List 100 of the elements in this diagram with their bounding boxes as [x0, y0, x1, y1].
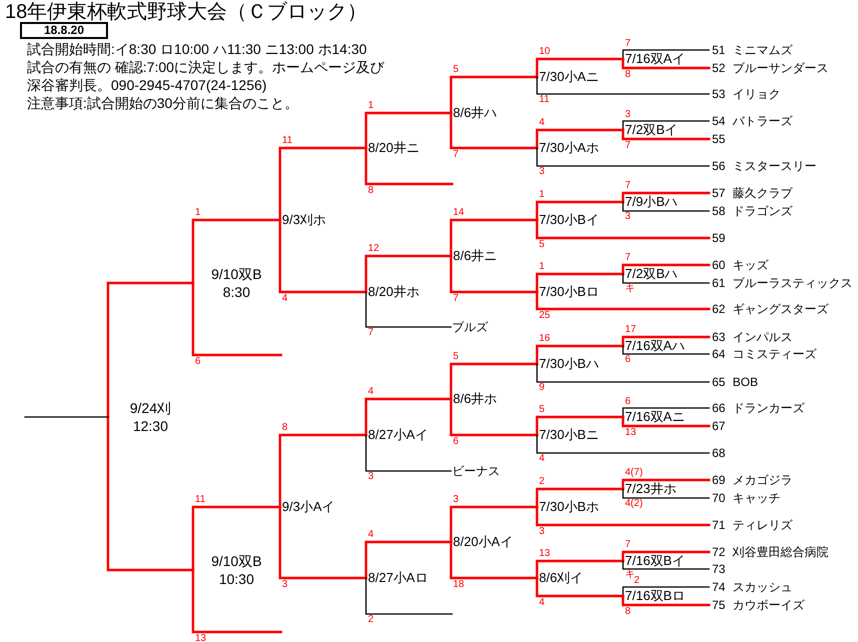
bracket-line	[365, 291, 452, 328]
team-label: 56 ミスタースリー	[709, 159, 817, 173]
bracket-line	[622, 128, 710, 140]
match-label: 7/30小Bハ	[537, 357, 599, 371]
score-label: 5	[539, 240, 545, 250]
score-label: 14	[453, 208, 464, 218]
team-label: 71 ティレリズ	[709, 518, 793, 532]
bracket-line	[450, 398, 538, 436]
bracket-line	[364, 540, 452, 580]
team-label: 51 ミニマムズ	[709, 43, 793, 57]
bracket-line	[536, 560, 624, 580]
match-label: 7/30小Bロ	[537, 285, 599, 299]
score-label: 4	[539, 454, 545, 464]
team-label: 64 コミスティーズ	[709, 347, 817, 361]
score-label: 4(7)	[625, 468, 643, 478]
bracket-line	[536, 200, 624, 222]
match-label: 8/27小Aイ	[366, 428, 428, 442]
bracket-line	[536, 416, 624, 436]
match-label: 8/27小Aロ	[366, 571, 428, 585]
team-label: 65 BOB	[709, 375, 758, 389]
team-label: 75 カウボーイズ	[709, 598, 805, 612]
score-label: 3	[625, 212, 631, 222]
bracket-line	[365, 577, 453, 615]
score-label: 3	[453, 495, 459, 506]
score-label: キ	[625, 570, 635, 580]
team-label: 58 ドラゴンズ	[709, 204, 793, 218]
score-label: 7	[625, 181, 631, 192]
score-label: 4	[368, 387, 374, 398]
bracket-line	[536, 290, 710, 310]
match-label: 8/20小Aイ	[451, 535, 513, 549]
score-label: 10	[539, 47, 550, 58]
match-label: 7/9小Bハ	[623, 195, 678, 209]
score-label: 7	[368, 328, 374, 338]
bracket-line	[536, 218, 710, 240]
team-label: 54 バトラーズ	[709, 114, 793, 128]
score-label: 3	[539, 167, 545, 178]
match-label: 8/6井ホ	[451, 392, 498, 406]
score-label: キ	[625, 284, 635, 294]
date-box: 18.8.20	[20, 22, 108, 39]
bracket-line	[364, 398, 452, 436]
score-label: 3	[625, 110, 631, 120]
bracket-line	[622, 416, 710, 428]
bracket-line	[450, 362, 538, 400]
match-label: 7/16双Bロ	[623, 589, 685, 603]
bracket-line	[106, 282, 194, 418]
score-label: 6	[195, 356, 201, 367]
bracket-line	[536, 488, 624, 508]
team-label: ブルズ	[451, 320, 488, 334]
match-label: 9/24刈 12:30	[108, 399, 193, 435]
score-label: 2	[634, 576, 640, 586]
bracket-line	[192, 282, 282, 356]
score-label: 6	[453, 436, 459, 447]
bracket-line	[278, 434, 368, 508]
bracket-line	[622, 336, 710, 348]
bracket-line	[536, 128, 624, 150]
score-label: 8	[625, 606, 631, 617]
match-label: 8/6井ニ	[451, 249, 498, 263]
bracket-line	[622, 550, 710, 562]
bracket-line	[536, 576, 624, 598]
bracket-line	[450, 254, 538, 294]
match-label: 7/30小Bニ	[537, 428, 599, 442]
score-label: 1	[368, 101, 374, 112]
team-label: 70 キャッチ	[709, 491, 781, 505]
match-label: 9/10双B 8:30	[193, 265, 280, 301]
bracket-line	[622, 264, 710, 276]
score-label: 1	[195, 208, 201, 218]
bracket-line	[622, 345, 710, 355]
bracket-line	[24, 416, 109, 418]
bracket-line	[536, 272, 624, 294]
match-label: 9/3小Aイ	[280, 500, 335, 514]
match-label: 8/6井ハ	[451, 106, 498, 120]
score-label: 4	[282, 294, 288, 304]
bracket-line	[192, 506, 282, 572]
score-label: 7	[453, 294, 459, 304]
match-label: 7/30小Aホ	[537, 141, 599, 155]
score-label: 5	[453, 65, 459, 76]
team-label: 62 ギャングスターズ	[709, 302, 829, 316]
bracket-line	[450, 218, 538, 258]
team-label: 67	[709, 419, 726, 433]
score-label: 8	[282, 423, 288, 434]
bracket-line	[278, 506, 368, 580]
bracket-line	[622, 407, 710, 418]
score-label: 4	[539, 118, 545, 128]
note-text: 試合の有無の 確認:7:00に決定します。ホームページ及び深谷審判長。090-2945-4707(24-1256)	[27, 58, 386, 94]
match-label: 8/20井ニ	[366, 141, 420, 155]
team-label: 53 イリョク	[709, 87, 781, 101]
bracket-line	[364, 146, 454, 186]
bracket-line	[622, 273, 710, 284]
bracket-line	[622, 120, 710, 131]
bracket-line	[622, 478, 710, 490]
bracket-line	[364, 112, 452, 150]
score-label: 18	[453, 580, 464, 590]
score-label: 11	[539, 95, 550, 106]
score-label: 5	[453, 352, 459, 362]
team-label: ビーナス	[451, 464, 500, 478]
team-label: 52 ブルーサンダース	[709, 61, 829, 75]
bracket-line	[536, 76, 710, 95]
match-label: 7/23井ホ	[623, 482, 676, 496]
note-text: 注意事項:試合開始の30分前に集合のこと。	[27, 94, 298, 112]
score-label: 6	[625, 355, 631, 366]
